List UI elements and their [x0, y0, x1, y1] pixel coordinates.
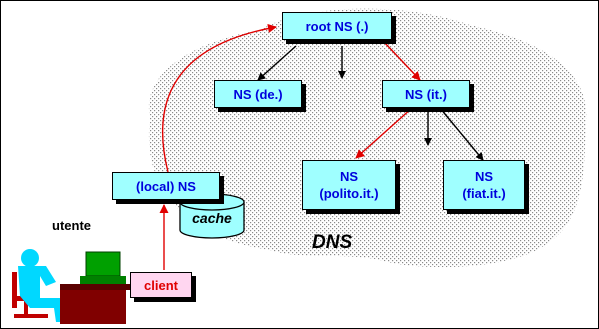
cache-cylinder-icon — [179, 193, 245, 239]
user-label: utente — [52, 218, 91, 233]
arrow-local-to-root — [161, 23, 277, 173]
ns-it-node: NS (it.) — [382, 80, 470, 108]
cache-label: cache — [192, 210, 232, 226]
ns-de-label: NS (de.) — [233, 86, 283, 102]
local-ns-label: (local) NS — [136, 178, 196, 194]
local-ns-node: (local) NS — [112, 172, 220, 200]
ns-de-node: NS (de.) — [214, 80, 302, 108]
arrow-it-to-polito — [355, 107, 413, 159]
user-at-desk-icon — [12, 249, 130, 324]
client-label: client — [144, 277, 178, 293]
tree-edges — [257, 45, 484, 161]
root-ns-label: root NS (.) — [305, 18, 369, 34]
ns-fiat-node: NS (fiat.it.) — [443, 160, 525, 210]
ns-it-label: NS (it.) — [405, 86, 447, 102]
ns-polito-label-2: (polito.it.) — [319, 186, 379, 201]
dns-cloud-label: DNS — [312, 232, 353, 253]
client-box: client — [130, 272, 192, 298]
ns-polito-node: NS (polito.it.) — [302, 160, 396, 210]
ns-fiat-label-1: NS — [474, 169, 494, 184]
arrow-root-to-it — [383, 41, 421, 81]
query-path — [159, 23, 421, 270]
computer-monitor-icon — [80, 251, 126, 284]
ns-polito-label-1: NS — [339, 169, 359, 184]
edge-it-fiat — [439, 107, 484, 161]
ns-fiat-label-2: (fiat.it.) — [462, 186, 506, 201]
edge-root-de — [257, 45, 297, 81]
root-ns-node: root NS (.) — [282, 12, 392, 40]
